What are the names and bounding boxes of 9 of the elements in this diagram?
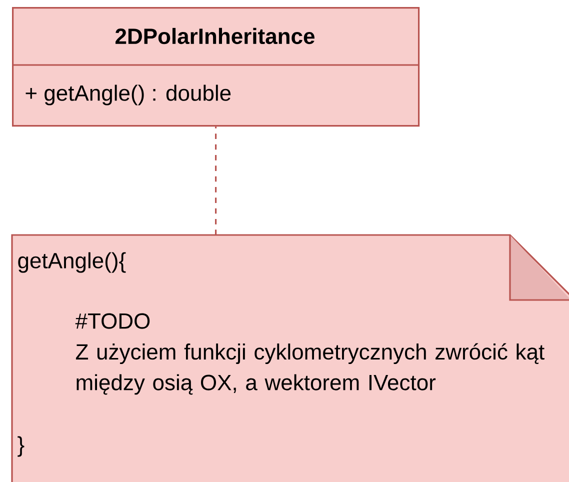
method-text: + getAngle() : double	[26, 84, 231, 106]
class-box	[12, 7, 420, 127]
note-shape	[11, 234, 569, 482]
note-text: }	[18, 436, 24, 457]
dashed-connector	[215, 126, 217, 235]
note-text: #TODO	[75, 313, 150, 329]
note-text: Z użyciem funkcji cyklometrycznych zwrócić kąt między osią OX, a wektorem IVector	[76, 343, 544, 395]
note-text: getAngle(){	[18, 252, 126, 273]
class-name: 2DPolarInheritance	[116, 28, 314, 44]
